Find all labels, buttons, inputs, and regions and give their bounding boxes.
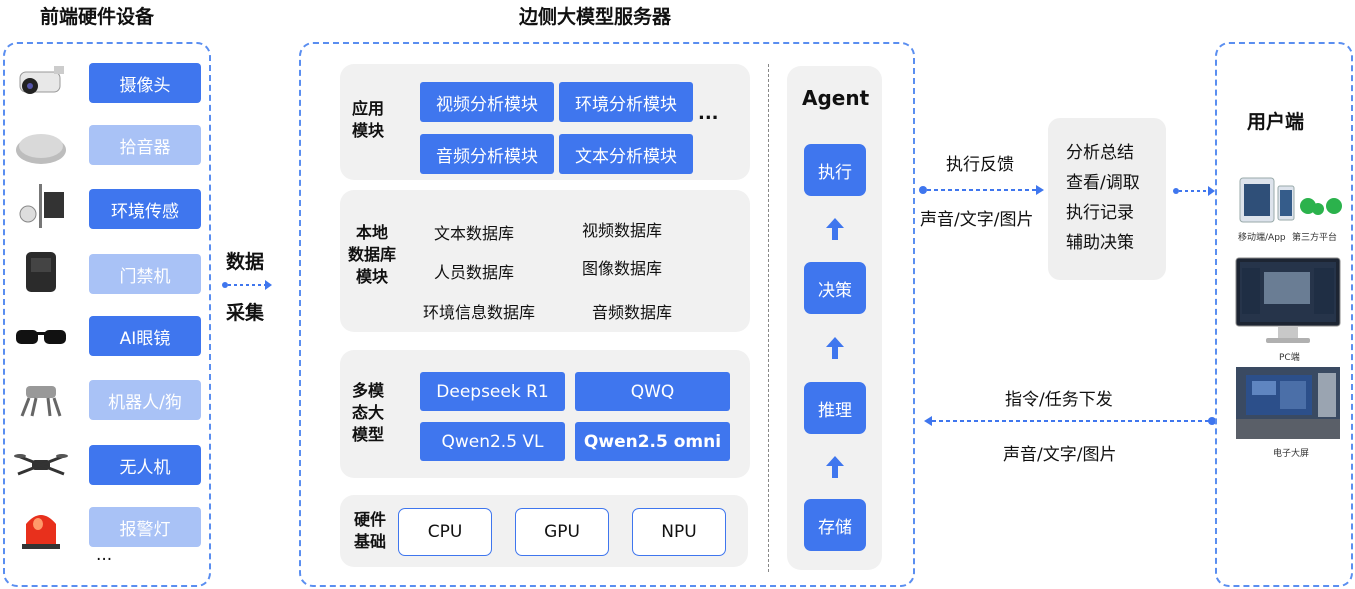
model-qwq[interactable]: QWQ — [575, 372, 730, 411]
drone-icon — [14, 454, 68, 476]
agent-step-store[interactable]: 存储 — [804, 499, 866, 551]
agent-step-decide[interactable]: 决策 — [804, 262, 866, 314]
summary-box: 分析总结 查看/调取 执行记录 辅助决策 — [1048, 118, 1166, 280]
ai-glasses-icon — [16, 330, 66, 344]
third-party-caption: 第三方平台 — [1292, 233, 1338, 243]
collect-label-1: 数据 — [226, 251, 265, 273]
device-button[interactable]: 拾音器 — [89, 125, 201, 165]
model-qwen25-omni[interactable]: Qwen2.5 omni — [575, 422, 730, 461]
user-title: 用户端 — [1247, 111, 1305, 133]
hardware-cpu: CPU — [398, 508, 492, 556]
db-module-label: 本地数据库模块 — [348, 223, 397, 286]
device-button[interactable]: 机器人/狗 — [89, 380, 201, 420]
mobile-caption: 移动端/App — [1238, 233, 1286, 243]
feedback-label-bottom: 声音/文字/图片 — [920, 210, 1034, 230]
device-button[interactable]: 门禁机 — [89, 254, 201, 294]
summary-to-user-arrow-icon — [1173, 186, 1215, 196]
audio-analysis-module[interactable]: 音频分析模块 — [420, 134, 554, 174]
command-arrow-icon — [924, 416, 1216, 426]
feedback-label-top: 执行反馈 — [946, 155, 1014, 175]
collect-arrow-icon — [222, 280, 272, 290]
image-database: 图像数据库 — [582, 259, 663, 278]
summary-view: 查看/调取 — [1066, 173, 1140, 193]
agent-panel — [787, 66, 882, 570]
alarm-light-icon — [22, 515, 60, 549]
command-label-top: 指令/任务下发 — [1005, 390, 1113, 410]
hardware-gpu: GPU — [515, 508, 609, 556]
feedback-arrow-icon — [919, 185, 1044, 195]
big-screen-icon — [1236, 367, 1340, 439]
audio-database: 音频数据库 — [592, 303, 673, 322]
app-module-label: 应用模块 — [352, 99, 385, 140]
frontend-devices-panel — [3, 42, 211, 587]
collect-label-2: 采集 — [226, 302, 265, 324]
device-button[interactable]: 环境传感 — [89, 189, 201, 229]
devices-more: ... — [96, 545, 113, 565]
model-deepseek-r1[interactable]: Deepseek R1 — [420, 372, 565, 411]
text-database: 文本数据库 — [434, 224, 515, 243]
environment-info-database: 环境信息数据库 — [423, 303, 536, 322]
hardware-label: 硬件基础 — [354, 510, 387, 551]
agent-step-execute[interactable]: 执行 — [804, 144, 866, 196]
frontend-title: 前端硬件设备 — [40, 6, 155, 28]
arrow-up-icon — [826, 456, 844, 478]
summary-execution-record: 执行记录 — [1066, 203, 1134, 223]
environment-analysis-module[interactable]: 环境分析模块 — [559, 82, 693, 122]
hardware-npu: NPU — [632, 508, 726, 556]
mobile-devices-icon — [1239, 177, 1342, 223]
db-module-panel — [340, 190, 750, 332]
microphone-pickup-icon — [16, 134, 66, 164]
agent-title: Agent — [802, 86, 870, 110]
access-control-icon — [26, 252, 56, 292]
screen-caption: 电子大屏 — [1273, 449, 1310, 459]
video-analysis-module[interactable]: 视频分析模块 — [420, 82, 554, 122]
camera-icon — [19, 66, 64, 94]
model-module-label: 多模态大模型 — [352, 381, 385, 444]
app-module-more: ... — [698, 103, 719, 124]
device-button[interactable]: 无人机 — [89, 445, 201, 485]
arrow-up-icon — [826, 337, 844, 359]
agent-step-reason[interactable]: 推理 — [804, 382, 866, 434]
device-button[interactable]: 摄像头 — [89, 63, 201, 103]
user-panel — [1215, 42, 1353, 587]
model-qwen25-vl[interactable]: Qwen2.5 VL — [420, 422, 565, 461]
video-database: 视频数据库 — [582, 221, 663, 240]
text-analysis-module[interactable]: 文本分析模块 — [559, 134, 693, 174]
server-title: 边侧大模型服务器 — [519, 6, 672, 28]
arrow-up-icon — [826, 218, 844, 240]
environment-sensor-icon — [19, 184, 64, 228]
personnel-database: 人员数据库 — [434, 263, 515, 282]
server-panel — [299, 42, 915, 587]
summary-decision-support: 辅助决策 — [1066, 233, 1134, 253]
summary-analysis: 分析总结 — [1066, 143, 1134, 163]
device-button[interactable]: 报警灯 — [89, 507, 201, 547]
robot-dog-icon — [20, 386, 62, 417]
server-divider — [768, 64, 769, 572]
pc-monitor-icon — [1235, 257, 1341, 343]
command-label-bottom: 声音/文字/图片 — [1003, 445, 1117, 465]
device-button[interactable]: AI眼镜 — [89, 316, 201, 356]
pc-caption: PC端 — [1279, 353, 1300, 363]
